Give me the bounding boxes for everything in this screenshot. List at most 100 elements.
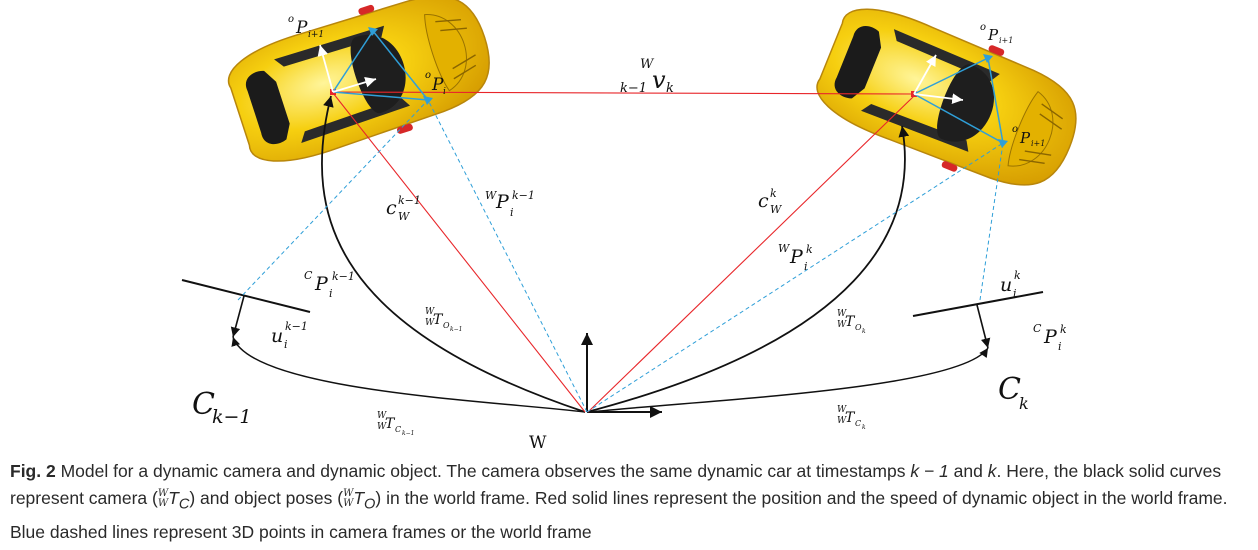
svg-text:W: W [837,405,847,415]
svg-text:W: W [770,203,783,216]
svg-text:k: k [1060,323,1067,336]
svg-text:P: P [295,18,308,38]
label-cam-k: C k [998,372,1029,413]
red-velocity [332,91,915,95]
camera-axis-right [976,304,991,349]
svg-text:W: W [425,318,435,328]
svg-text:k−1: k−1 [512,189,535,202]
svg-text:P: P [987,26,999,44]
svg-text:k: k [806,243,813,256]
svg-text:P: P [789,246,804,268]
svg-text:i+1: i+1 [308,30,324,40]
svg-text:k−1: k−1 [285,320,308,333]
label-obj-pt-i-left: o P i [425,70,446,97]
svg-text:W: W [425,307,435,317]
svg-text:k−1: k−1 [620,81,647,96]
label-world: W [529,433,547,452]
svg-text:u: u [1000,274,1012,296]
svg-text:P: P [1019,129,1031,147]
svg-text:o: o [425,70,431,81]
caption-text-5: ) in the world frame. Red solid lines re… [10,488,1228,542]
diagram: W k−1 v k o P i+1 o P i o P i+1 o P i+1 … [181,0,1077,452]
label-cam-p-km1: C P k−1 i [304,269,355,300]
svg-text:i: i [284,338,288,351]
svg-text:P: P [495,191,510,213]
camera-axis-left [230,295,245,338]
svg-text:O: O [855,323,862,332]
label-T-cam-km1: W W T C k−1 [377,411,414,437]
point-marker-right-top [983,54,993,63]
svg-text:W: W [778,242,791,255]
image-plane-right [912,291,1044,317]
point-marker-left-mid [423,96,433,105]
camera-pose-curve-left [231,336,586,413]
label-T-cam-k: W W T C k [837,405,866,431]
svg-text:k−1: k−1 [398,194,421,207]
caption-text-3: . Here, the black solid curves represent… [10,461,1222,508]
svg-text:o: o [288,14,294,25]
svg-text:i: i [1013,287,1017,300]
svg-text:v: v [652,66,666,94]
camera-pose-curve-right [589,347,989,413]
label-T-obj-k: W W T O k [837,309,866,335]
caption-obj-pose-index: O [364,496,376,513]
svg-text:k: k [666,81,674,96]
caption-text-1: Model for a dynamic camera and dynamic o… [55,461,911,481]
svg-text:C: C [395,425,401,434]
blue-ray-left-1 [332,30,374,93]
svg-text:W: W [837,309,847,319]
red-pos-right [587,95,915,413]
obj-axis-right-up [913,54,937,95]
svg-text:k−1: k−1 [212,406,252,428]
svg-text:C: C [998,372,1021,407]
svg-text:i: i [510,206,514,219]
svg-text:W: W [640,57,655,72]
svg-text:P: P [314,273,329,295]
svg-text:W: W [377,422,387,432]
svg-text:u: u [271,325,283,347]
svg-text:T: T [845,410,856,426]
blue-ray-right-1 [913,57,989,95]
svg-text:o: o [980,22,986,33]
caption-cam-pose-symbol: T [168,488,179,508]
caption-k-minus-1: k − 1 [910,461,949,481]
red-pos-left [332,92,586,413]
svg-text:k: k [1014,269,1021,282]
svg-text:k−1: k−1 [332,270,355,283]
svg-text:W: W [837,320,847,330]
svg-text:i: i [329,287,333,300]
svg-text:c: c [758,190,769,212]
svg-text:C: C [304,269,313,282]
label-u-km1: u k−1 i [271,320,308,351]
point-marker-right-bot [998,139,1008,148]
caption-text-4: ) and object poses ( [189,488,344,508]
obj-axis-right-right [913,93,964,105]
svg-text:i+1: i+1 [1031,139,1045,148]
blue-ray-right-3 [987,57,1004,144]
label-world-p-k: W P k i [778,242,813,273]
svg-text:W: W [398,210,411,223]
svg-text:C: C [1033,322,1042,335]
svg-text:o: o [1012,124,1018,135]
blue-ray-left-3 [372,30,429,101]
svg-text:c: c [386,197,397,219]
svg-text:P: P [431,75,444,95]
caption-obj-pose-symbol: T [353,488,365,508]
blue-dash-world-right [586,142,1004,413]
blue-dash-cam-left [237,99,429,301]
label-u-k: u k i [1000,269,1021,300]
object-pose-curve-right [586,125,910,413]
svg-text:W: W [837,416,847,426]
svg-text:i: i [443,87,446,97]
caption-k: k [987,461,997,481]
label-obj-pt-i1-right-bottom: o P i+1 [1012,124,1045,148]
label-T-obj-km1: W W T O k−1 [425,307,462,333]
svg-text:P: P [1043,326,1058,348]
svg-text:T: T [385,416,396,432]
blue-ray-right-2 [913,93,1004,144]
blue-dash-cam-right [979,142,1004,301]
label-cam-p-k: C P k i [1033,322,1067,353]
svg-text:k−1: k−1 [450,326,462,333]
